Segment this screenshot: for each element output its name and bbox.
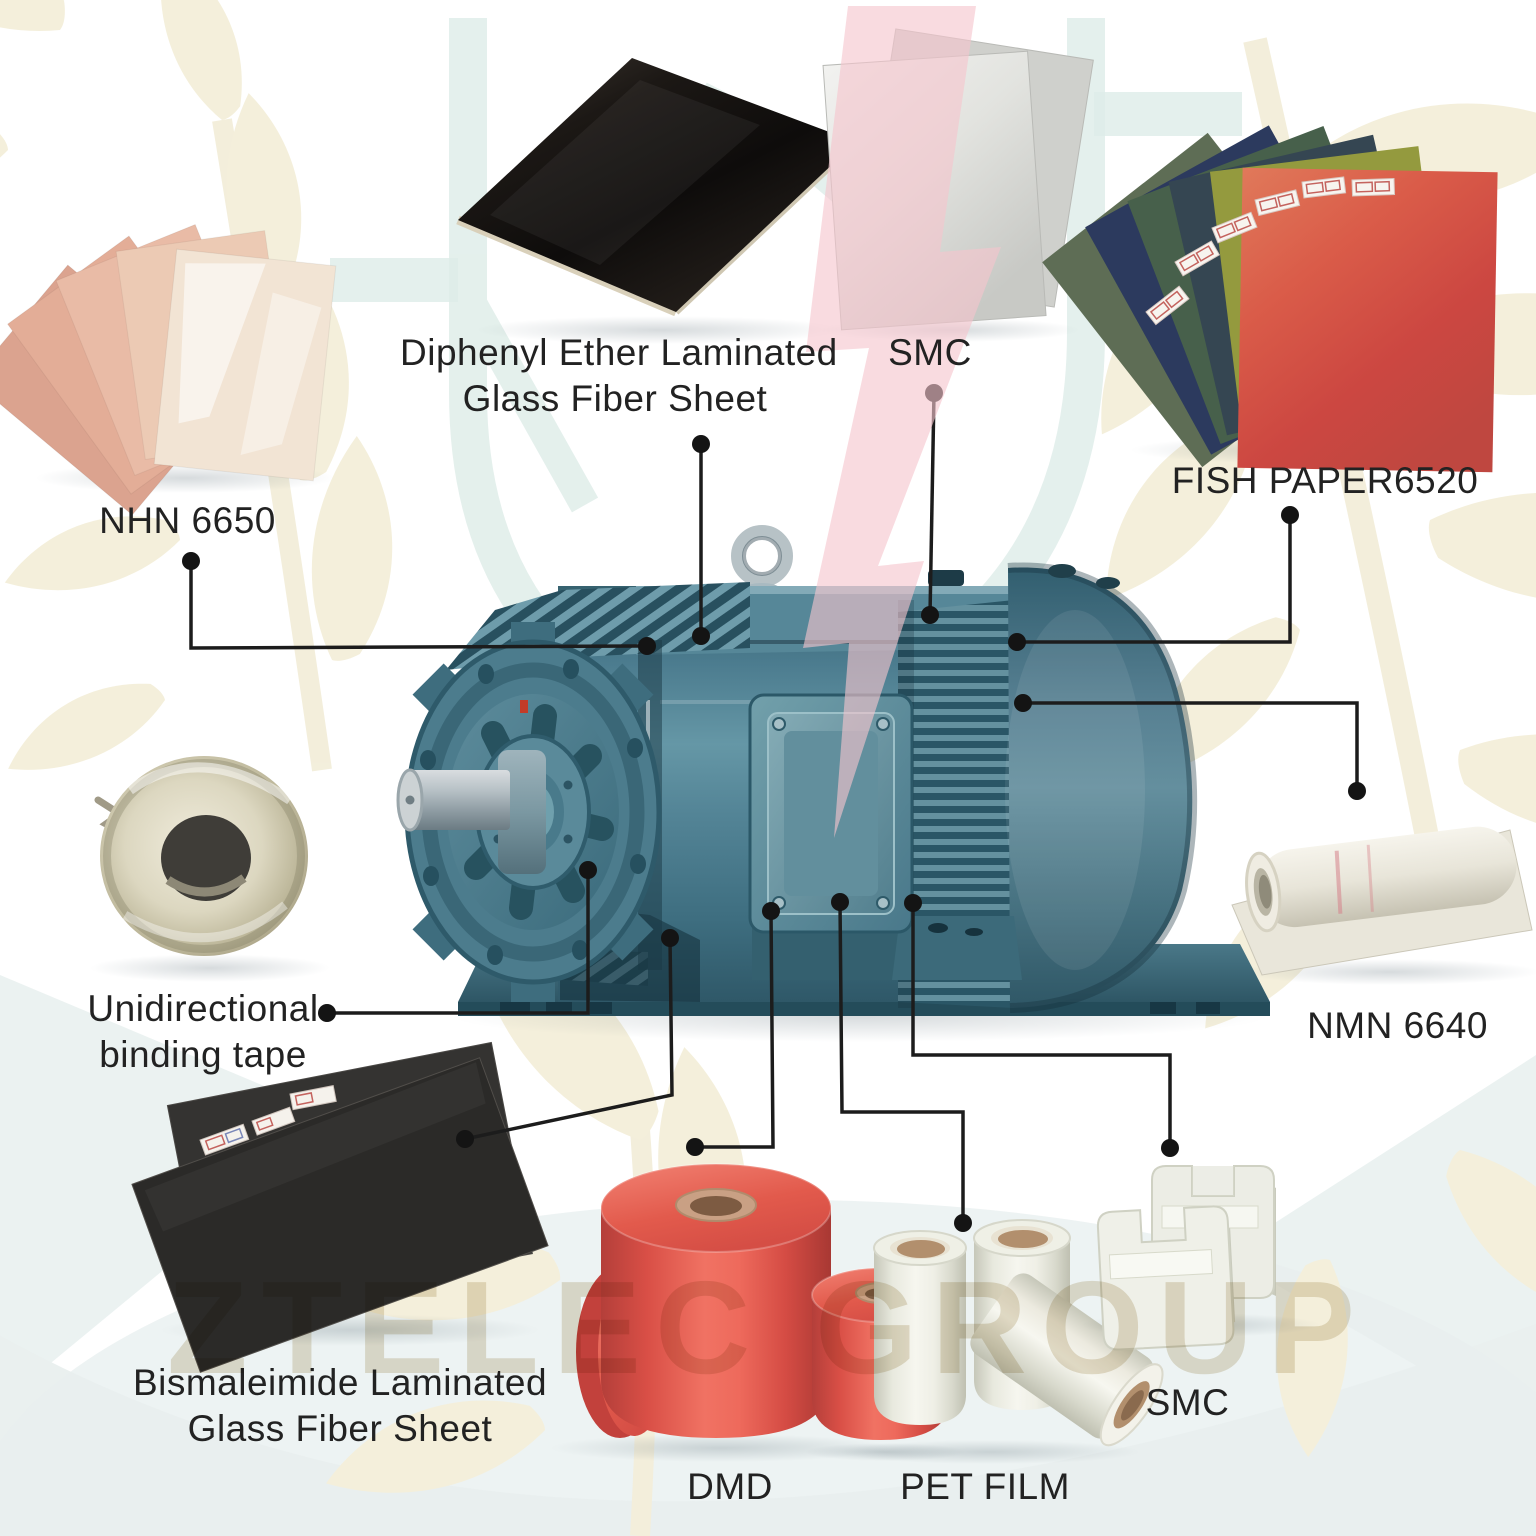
callout-line-pet-film: [838, 901, 965, 1223]
smc-blocks: [1080, 1165, 1320, 1351]
callout-line-fish-paper: [1017, 515, 1292, 644]
binding-tape-roll: [90, 756, 330, 982]
callout-label-smc-top: SMC: [888, 332, 972, 373]
callout-label-bismaleimide-line2: Glass Fiber Sheet: [187, 1408, 493, 1449]
callout-label-smc-bottom: SMC: [1145, 1382, 1230, 1423]
callout-label-diphenyl: Diphenyl Ether Laminated Glass Fiber She…: [400, 330, 838, 422]
callout-line-smc-bottom: [911, 903, 1172, 1148]
callout-label-nmn: NMN 6640: [1307, 1005, 1488, 1046]
callout-line-binding-tape: [327, 870, 590, 1015]
nmn-roll: [1231, 826, 1536, 985]
callout-line-smc-top: [928, 392, 936, 616]
diphenyl-sheet: [456, 58, 859, 344]
company-watermark-text: ZTELEC GROUP: [166, 1254, 1370, 1401]
fish-paper-labels: [1145, 176, 1396, 326]
callout-label-dmd: DMD: [687, 1466, 773, 1507]
callout-lines: [189, 392, 1359, 1223]
callout-label-binding-tape: Unidirectional binding tape: [38, 986, 368, 1078]
callout-label-binding-tape-line2: binding tape: [99, 1034, 307, 1075]
nhn-sheets: [0, 223, 337, 516]
callout-label-bismaleimide-line1: Bismaleimide Laminated: [132, 1362, 548, 1403]
callout-line-bismaleimide: [464, 937, 674, 1141]
fish-paper-sheets: [1042, 125, 1498, 473]
callout-label-binding-tape-line1: Unidirectional: [87, 988, 319, 1029]
bismaleimide-sheets: [131, 1041, 549, 1373]
callout-label-diphenyl-line1: Diphenyl Ether Laminated: [400, 332, 838, 373]
motor-terminal-box: [748, 693, 914, 934]
bismaleimide-labels: [199, 1085, 337, 1156]
callout-line-nhn: [189, 561, 648, 650]
callout-label-bismaleimide: Bismaleimide Laminated Glass Fiber Sheet: [105, 1360, 575, 1452]
pet-film-rolls: [840, 1219, 1164, 1464]
lightning-bolt-watermark: [803, 6, 1001, 838]
callout-line-nmn: [1023, 701, 1359, 791]
motor-shaft: [396, 750, 546, 874]
callout-label-nhn: NHN 6650: [99, 500, 276, 541]
callout-label-diphenyl-line2: Glass Fiber Sheet: [462, 378, 768, 419]
callout-line-dmd: [695, 910, 775, 1149]
smc-block-front: [1096, 1205, 1236, 1351]
callout-label-pet-film: PET FILM: [900, 1466, 1070, 1507]
motor-illustration: [396, 525, 1270, 1042]
callout-dots: [182, 384, 1366, 1232]
callout-label-fish-paper: FISH PAPER6520: [1171, 460, 1479, 501]
